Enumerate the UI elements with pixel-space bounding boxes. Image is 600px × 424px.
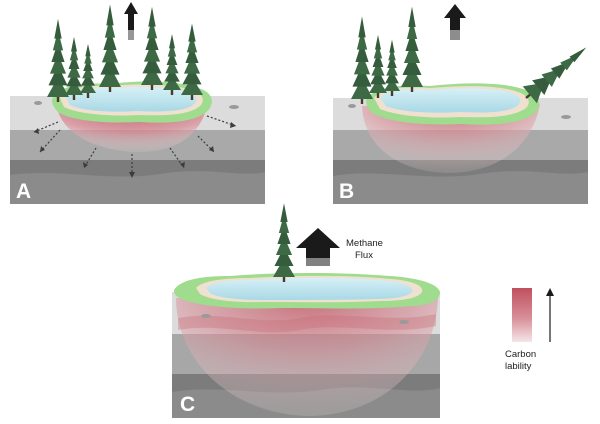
panel-a-flux-arrow <box>124 2 138 40</box>
panel-b-lake <box>380 88 521 113</box>
spruce-tree <box>47 18 69 102</box>
panel-b: B <box>333 83 588 204</box>
panel-a-label: A <box>16 180 31 203</box>
panel-c-lake <box>206 277 413 300</box>
legend-label: lability <box>505 361 532 372</box>
spruce-tree <box>181 23 203 100</box>
panel-c-talik <box>176 298 438 416</box>
legend-label: Carbon <box>505 349 536 360</box>
methane-flux-label: Flux <box>355 250 373 261</box>
spruce-tree <box>163 34 181 95</box>
panel-c-methane-flux-arrow <box>296 228 340 266</box>
spruce-tree <box>384 39 400 96</box>
panel-a-lake <box>66 87 197 112</box>
spruce-tree <box>401 6 423 92</box>
panel-c-label: C <box>180 393 195 416</box>
spruce-tree <box>80 43 96 98</box>
panel-a: A <box>10 81 265 204</box>
panel-c: C <box>172 273 440 418</box>
spruce-tree <box>65 36 83 100</box>
leaning-spruce-tree <box>522 47 587 104</box>
panel-c-stone <box>399 320 409 324</box>
carbon-lability-legend: Carbon lability <box>505 288 554 372</box>
panel-a-stone <box>34 101 42 105</box>
panel-a-permafrost-wave <box>10 171 265 204</box>
panel-c-talik-band <box>178 314 436 333</box>
spruce-tree <box>369 34 387 98</box>
panel-b-stone <box>561 115 571 119</box>
spruce-tree <box>351 16 373 104</box>
legend-gradient-bar <box>512 288 532 342</box>
panel-b-stone <box>348 104 356 108</box>
panel-b-flux-arrow <box>444 4 466 40</box>
legend-arrow-head <box>546 288 554 296</box>
spruce-tree <box>141 6 163 90</box>
spruce-tree <box>99 4 121 92</box>
panel-a-stone <box>229 105 239 109</box>
panel-b-label: B <box>339 180 354 203</box>
panel-b-permafrost-wave <box>333 171 588 204</box>
methane-flux-label: Methane <box>346 238 383 249</box>
spruce-tree <box>273 203 295 282</box>
spruce-trees <box>47 4 587 282</box>
panel-c-stone <box>201 314 211 318</box>
